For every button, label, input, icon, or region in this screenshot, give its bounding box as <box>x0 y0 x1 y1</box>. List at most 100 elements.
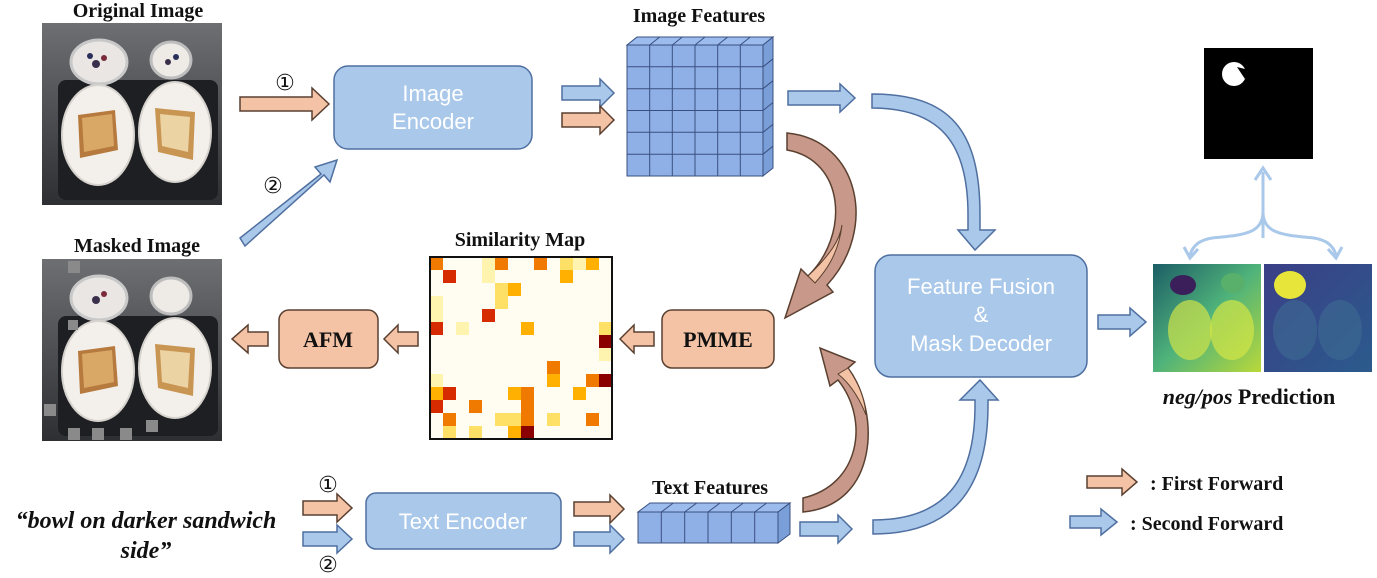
prediction-label-italic: neg/pos <box>1163 384 1233 409</box>
similarity-cell <box>430 322 443 335</box>
similarity-cell <box>573 387 586 400</box>
step-marker-2-image: ② <box>263 174 283 199</box>
pmme-box: PMME <box>661 309 775 369</box>
original-image <box>42 23 222 205</box>
original-image-label: Original Image <box>73 0 204 22</box>
arrow-pmme-to-map <box>618 323 655 355</box>
curve-features-to-fusion <box>871 93 997 252</box>
arrow-fusion-to-prediction <box>1097 306 1148 338</box>
similarity-cell <box>560 257 573 270</box>
similarity-cell <box>482 270 495 283</box>
similarity-cell <box>495 283 508 296</box>
similarity-cell <box>430 309 443 322</box>
afm-label: AFM <box>303 327 353 352</box>
prediction-label-rest: Prediction <box>1232 384 1335 409</box>
pmme-label: PMME <box>683 327 753 352</box>
similarity-cell <box>586 413 599 426</box>
arrow-original-to-encoder <box>239 86 331 122</box>
similarity-cell <box>495 296 508 309</box>
curve-features-to-pmme <box>783 132 857 320</box>
similarity-cell <box>430 296 443 309</box>
similarity-cell <box>573 257 586 270</box>
query-text-line-1: “bowl on darker sandwich <box>16 508 277 534</box>
curve-text-features-to-pmme <box>802 346 869 513</box>
similarity-cell <box>482 257 495 270</box>
afm-box: AFM <box>278 309 379 369</box>
fusion-label-1: Feature Fusion <box>907 274 1055 299</box>
similarity-cell <box>443 413 456 426</box>
similarity-cell <box>508 387 521 400</box>
similarity-cell <box>430 387 443 400</box>
similarity-cell <box>521 400 534 413</box>
similarity-cell <box>586 374 599 387</box>
image-features-label: Image Features <box>633 5 766 27</box>
similarity-cell <box>430 400 443 413</box>
fusion-decoder-box: Feature Fusion & Mask Decoder <box>874 254 1088 378</box>
similarity-cell <box>469 426 482 439</box>
query-text-line-2: side” <box>120 538 172 564</box>
mask-output <box>1204 48 1313 159</box>
similarity-cell <box>560 270 573 283</box>
similarity-cell <box>443 270 456 283</box>
step-marker-2-text: ② <box>318 553 338 578</box>
text-encoder-label: Text Encoder <box>399 509 527 534</box>
image-encoder-box: Image Encoder <box>333 65 533 150</box>
similarity-cell <box>521 426 534 439</box>
similarity-cell <box>456 322 469 335</box>
legend-first-forward-label: : First Forward <box>1150 473 1283 495</box>
similarity-map <box>429 256 613 440</box>
similarity-cell <box>521 387 534 400</box>
arrow-map-to-afm <box>382 323 419 355</box>
similarity-cell <box>443 387 456 400</box>
similarity-cell <box>547 374 560 387</box>
similarity-cell <box>599 374 612 387</box>
similarity-cell <box>430 257 443 270</box>
step-marker-1-image: ① <box>275 71 295 96</box>
similarity-cell <box>599 335 612 348</box>
prediction-label: neg/pos Prediction <box>1163 384 1336 409</box>
curve-text-features-to-fusion <box>872 378 1000 535</box>
image-encoder-label-1: Image <box>402 81 463 106</box>
prediction-heatmaps <box>1153 264 1372 372</box>
similarity-cell <box>482 309 495 322</box>
image-features-grid <box>625 35 775 178</box>
similarity-cell <box>599 322 612 335</box>
fusion-label-3: Mask Decoder <box>910 331 1052 356</box>
image-encoder-label-2: Encoder <box>392 109 474 134</box>
arrow-features-to-right <box>787 82 857 114</box>
similarity-cell <box>508 413 521 426</box>
similarity-cell <box>547 413 560 426</box>
similarity-cell <box>599 348 612 361</box>
legend-second-forward-label: : Second Forward <box>1130 513 1283 535</box>
arrow-masked-to-encoder <box>239 158 339 248</box>
legend: : First Forward : Second Forward <box>1069 467 1283 537</box>
similarity-cell <box>521 322 534 335</box>
step-marker-1-text: ① <box>318 473 338 498</box>
similarity-cell <box>495 257 508 270</box>
masked-image-label: Masked Image <box>74 235 200 257</box>
similarity-cell <box>547 361 560 374</box>
similarity-cell <box>469 400 482 413</box>
text-features-bar <box>636 502 792 544</box>
similarity-cell <box>521 413 534 426</box>
arrow-query-to-text-encoder-second <box>302 523 354 555</box>
arrow-text-encoder-to-features-second <box>573 523 626 555</box>
arrow-afm-to-masked <box>230 323 269 355</box>
text-features-label: Text Features <box>652 477 768 499</box>
similarity-map-label: Similarity Map <box>455 229 586 251</box>
legend-second-forward-swatch <box>1069 507 1119 537</box>
masked-image <box>42 259 222 441</box>
similarity-cell <box>508 426 521 439</box>
similarity-cell <box>443 426 456 439</box>
arrow-encoder-to-features-first <box>561 104 616 136</box>
similarity-cell <box>586 257 599 270</box>
arrows-to-mask <box>1182 165 1344 261</box>
similarity-cell <box>534 257 547 270</box>
arrow-encoder-to-features-second <box>561 77 616 109</box>
text-encoder-box: Text Encoder <box>365 492 562 550</box>
similarity-cell <box>495 413 508 426</box>
similarity-cell <box>508 283 521 296</box>
arrow-text-features-right <box>799 513 854 545</box>
